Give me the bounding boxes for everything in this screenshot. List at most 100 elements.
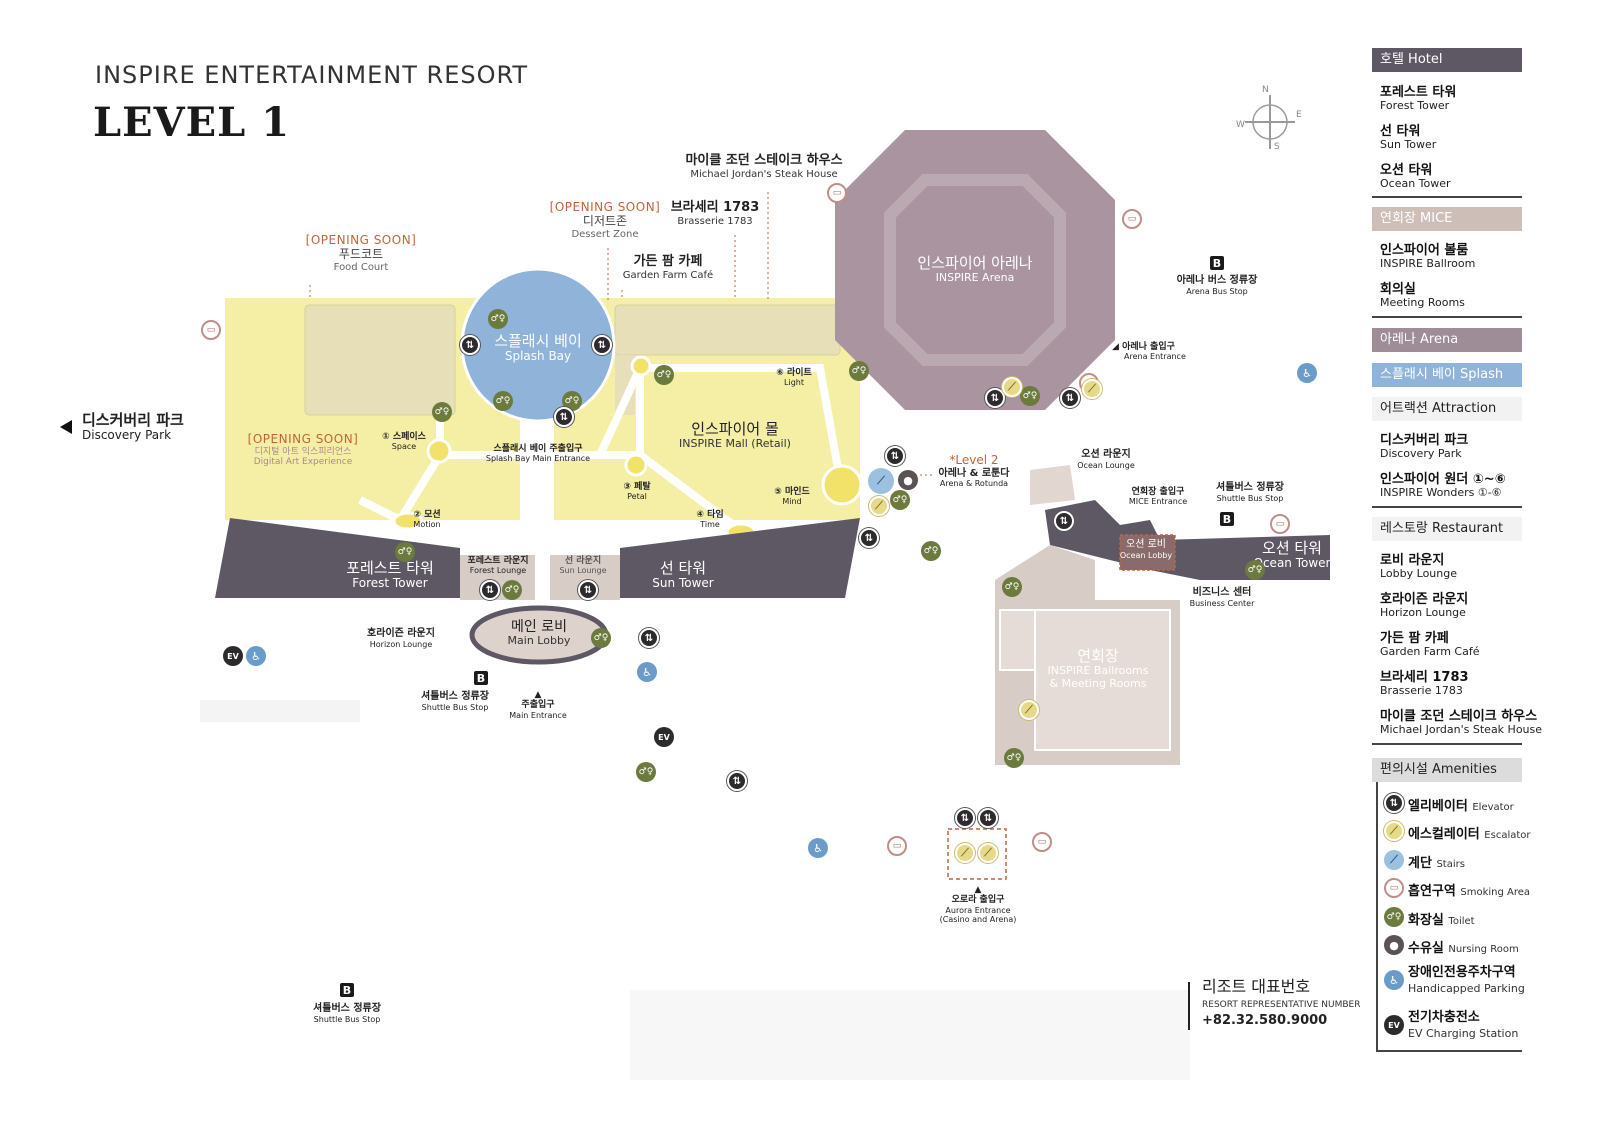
elevator-icon[interactable]: ⇅ xyxy=(885,446,905,466)
elevator-icon[interactable]: ⇅ xyxy=(727,771,747,791)
smoking-icon[interactable]: ▭ xyxy=(1032,832,1052,852)
arena-label[interactable]: 인스파이어 아레나 INSPIRE Arena xyxy=(917,254,1032,285)
escalator-icon[interactable]: ⟋ xyxy=(869,496,889,516)
toilet-icon[interactable]: ♂♀ xyxy=(502,580,522,600)
splash-bay-label[interactable]: 스플래시 베이 Splash Bay xyxy=(494,332,582,364)
business-center-ko: 비즈니스 센터 xyxy=(1192,587,1252,598)
toilet-icon[interactable]: ♂♀ xyxy=(395,542,415,562)
toilet-icon[interactable]: ♂♀ xyxy=(488,309,508,329)
mj-steak-label[interactable]: 마이클 조던 스테이크 하우스 Michael Jordan's Steak H… xyxy=(685,153,842,180)
toilet-icon[interactable]: ♂♀ xyxy=(849,361,869,381)
handicapped-icon[interactable]: ♿ xyxy=(637,662,657,682)
splash-entrance-en: Splash Bay Main Entrance xyxy=(485,454,591,464)
wonder-time[interactable]: ④ 타임 Time xyxy=(696,510,723,530)
garden-farm-label[interactable]: 가든 팜 카페 Garden Farm Café xyxy=(623,254,713,281)
ocean-lobby-label[interactable]: 오션 로비 Ocean Lobby xyxy=(1120,539,1172,560)
shuttle-bottom-label[interactable]: 셔틀버스 정류장 Shuttle Bus Stop xyxy=(313,1003,381,1024)
arena-bus-label[interactable]: 아레나 버스 정류장 Arena Bus Stop xyxy=(1177,275,1258,296)
toilet-icon[interactable]: ♂♀ xyxy=(1245,560,1265,580)
dessert-zone-label[interactable]: [OPENING SOON] 디저트존 Dessert Zone xyxy=(550,200,661,240)
light-en: Light xyxy=(784,378,804,388)
elevator-icon[interactable]: ⇅ xyxy=(639,628,659,648)
wonder-space[interactable]: ① 스페이스 Space xyxy=(382,432,426,452)
handicapped-icon[interactable]: ♿ xyxy=(808,838,828,858)
shuttle-right-ko: 셔틀버스 정류장 xyxy=(1216,482,1284,493)
brasserie-label[interactable]: 브라세리 1783 Brasserie 1783 xyxy=(671,200,760,227)
elevator-icon[interactable]: ⇅ xyxy=(592,335,612,355)
smoking-icon[interactable]: ▭ xyxy=(201,320,221,340)
sun-tower-ko: 선 타워 xyxy=(659,559,707,577)
shuttle-left-label[interactable]: 셔틀버스 정류장 Shuttle Bus Stop xyxy=(421,691,489,712)
sun-tower-label[interactable]: 선 타워 Sun Tower xyxy=(652,559,713,591)
digital-art-label[interactable]: [OPENING SOON] 디지털 아트 익스피리언스 Digital Art… xyxy=(248,432,359,467)
wonder-petal[interactable]: ③ 페탈 Petal xyxy=(623,482,650,502)
legend-restaurant-2-ko: 호라이즌 라운지 xyxy=(1380,592,1469,607)
toilet-icon[interactable]: ♂♀ xyxy=(636,762,656,782)
wonder-light[interactable]: ⑥ 라이트 Light xyxy=(776,368,812,388)
level2-label[interactable]: *Level 2 아레나 & 로툰다 Arena & Rotunda xyxy=(939,453,1010,488)
toilet-icon[interactable]: ♂♀ xyxy=(432,402,452,422)
business-center-label[interactable]: 비즈니스 센터 Business Center xyxy=(1190,587,1255,608)
toilet-icon[interactable]: ♂♀ xyxy=(591,628,611,648)
elevator-icon[interactable]: ⇅ xyxy=(859,528,879,548)
aurora-label[interactable]: ▲ 오로라 출입구 Aurora Entrance (Casino and Ar… xyxy=(940,885,1017,924)
escalator-icon[interactable]: ⟋ xyxy=(978,843,998,863)
forest-lounge-label[interactable]: 포레스트 라운지 Forest Lounge xyxy=(467,556,528,576)
escalator-icon[interactable]: ⟋ xyxy=(1019,700,1039,720)
elevator-icon[interactable]: ⇅ xyxy=(1060,388,1080,408)
main-entrance-label[interactable]: ▲ 주출입구 Main Entrance xyxy=(509,690,566,720)
handicapped-icon[interactable]: ♿ xyxy=(246,646,266,666)
sun-lounge-label[interactable]: 선 라운지 Sun Lounge xyxy=(559,556,606,576)
mice-entrance-en: MICE Entrance xyxy=(1128,497,1188,507)
elevator-icon[interactable]: ⇅ xyxy=(578,580,598,600)
escalator-icon[interactable]: ⟋ xyxy=(955,843,975,863)
elevator-icon[interactable]: ⇅ xyxy=(554,407,574,427)
main-lobby-label[interactable]: 메인 로비 Main Lobby xyxy=(508,619,571,648)
elevator-icon[interactable]: ⇅ xyxy=(985,388,1005,408)
toilet-icon[interactable]: ♂♀ xyxy=(890,490,910,510)
elevator-icon[interactable]: ⇅ xyxy=(978,808,998,828)
horizon-lounge-label[interactable]: 호라이즌 라운지 Horizon Lounge xyxy=(367,628,435,649)
wonder-motion[interactable]: ② 모션 Motion xyxy=(413,510,440,530)
escalator-icon[interactable]: ⟋ xyxy=(1082,379,1102,399)
toilet-icon[interactable]: ♂♀ xyxy=(1004,748,1024,768)
stairs-icon[interactable]: ⟋ xyxy=(868,468,894,494)
nursing-icon[interactable]: ● xyxy=(898,470,918,490)
elevator-icon[interactable]: ⇅ xyxy=(460,335,480,355)
legend-divider xyxy=(1372,743,1522,745)
smoking-icon[interactable]: ▭ xyxy=(1122,209,1142,229)
splash-entrance-label[interactable]: 스플래시 베이 주출입구 Splash Bay Main Entrance xyxy=(486,444,590,464)
food-court-label[interactable]: [OPENING SOON] 푸드코트 Food Court xyxy=(306,233,417,273)
ocean-lounge-label[interactable]: 오션 라운지 Ocean Lounge xyxy=(1077,449,1134,470)
smoking-icon[interactable]: ▭ xyxy=(887,836,907,856)
legend-mice-2-en: Meeting Rooms xyxy=(1380,296,1465,309)
elevator-icon[interactable]: ⇅ xyxy=(955,808,975,828)
escalator-icon[interactable]: ⟋ xyxy=(1002,377,1022,397)
mice-ko: 연회장 xyxy=(1077,647,1119,665)
ev-icon[interactable]: EV xyxy=(223,646,243,666)
toilet-icon[interactable]: ♂♀ xyxy=(921,541,941,561)
mall-label[interactable]: 인스파이어 몰 INSPIRE Mall (Retail) xyxy=(679,420,791,451)
toilet-icon[interactable]: ♂♀ xyxy=(1002,577,1022,597)
elevator-icon[interactable]: ⇅ xyxy=(1054,511,1074,531)
ev-icon[interactable]: EV xyxy=(654,727,674,747)
shuttle-right-label[interactable]: 셔틀버스 정류장 Shuttle Bus Stop xyxy=(1216,482,1284,503)
legend-hotel-1-en: Forest Tower xyxy=(1380,99,1450,112)
toilet-icon[interactable]: ♂♀ xyxy=(654,365,674,385)
mice-entrance-label[interactable]: 연회장 출입구 MICE Entrance xyxy=(1129,487,1187,507)
smoking-icon[interactable]: ▭ xyxy=(827,183,847,203)
ocean-tower-label[interactable]: 오션 타워 Ocean Tower xyxy=(1254,539,1331,571)
toilet-icon[interactable]: ♂♀ xyxy=(1020,386,1040,406)
food-court-en: Food Court xyxy=(333,261,389,273)
elevator-icon[interactable]: ⇅ xyxy=(480,580,500,600)
forest-tower-label[interactable]: 포레스트 타워 Forest Tower xyxy=(346,559,434,591)
handicapped-icon[interactable]: ♿ xyxy=(1297,363,1317,383)
smoking-icon[interactable]: ▭ xyxy=(1270,514,1290,534)
wonder-mind[interactable]: ⑤ 마인드 Mind xyxy=(774,487,810,507)
mice-label[interactable]: 연회장 INSPIRE Ballrooms & Meeting Rooms xyxy=(1047,647,1148,691)
discovery-park-label[interactable]: 디스커버리 파크 Discovery Park xyxy=(82,411,184,443)
toilet-icon[interactable]: ♂♀ xyxy=(493,391,513,411)
toilet-icon[interactable]: ♂♀ xyxy=(562,391,582,411)
arena-entrance-label[interactable]: ◢ 아레나 출입구 Arena Entrance xyxy=(1112,342,1186,362)
legend-restaurant-4-ko: 브라세리 1783 xyxy=(1380,670,1469,685)
